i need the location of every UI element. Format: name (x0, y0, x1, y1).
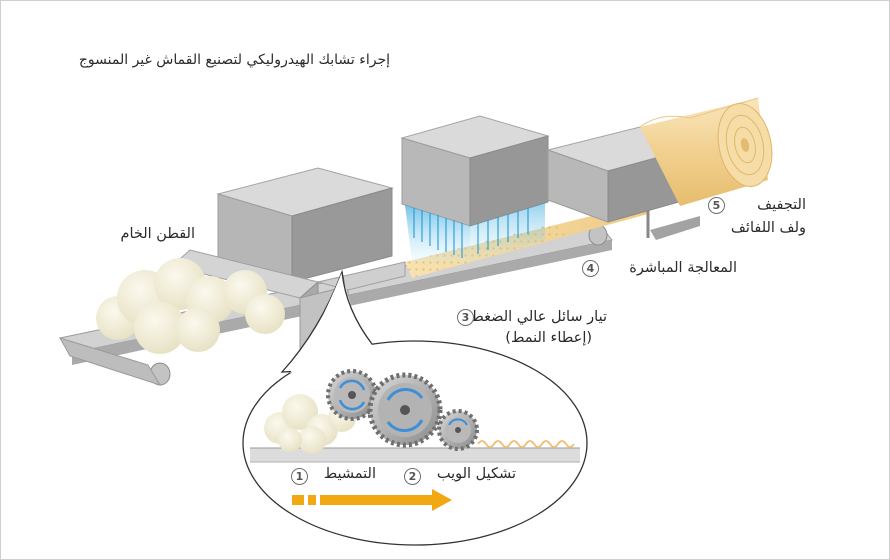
label-step5-line1: التجفيف (757, 197, 806, 213)
gear-small-right (437, 409, 479, 451)
zoom-web-fibers (477, 440, 575, 448)
direction-arrow (292, 489, 452, 511)
diagram-title: إجراء تشابك الهيدروليكي لتصنيع القماش غي… (78, 52, 390, 68)
step-5-badge: 5 (708, 197, 725, 214)
step-3-badge: 3 (457, 309, 474, 326)
label-step1: التمشيط (323, 466, 376, 482)
label-step3-line1: تيار سائل عالي الضغط (470, 309, 607, 325)
fabric-roll (639, 97, 773, 206)
label-step4: المعالجة المباشرة (629, 260, 737, 276)
step-4-badge: 4 (582, 260, 599, 277)
label-raw-cotton: القطن الخام (120, 226, 195, 242)
water-jet-streams (405, 203, 545, 262)
gear-small-left (326, 369, 378, 421)
label-step3-line2: (إعطاء النمط) (505, 330, 592, 346)
zoom-belt (250, 447, 580, 463)
gear-large-center (367, 372, 443, 448)
machine-box-1 (216, 167, 394, 283)
zoom-cotton (264, 394, 356, 454)
step-2-badge: 2 (404, 468, 421, 485)
machine-box-2-water-jet (400, 115, 550, 227)
label-step5-line2: ولف اللفائف (730, 220, 806, 236)
raw-cotton (96, 258, 285, 354)
label-step2: تشكيل الويب (436, 466, 516, 482)
step-1-badge: 1 (291, 468, 308, 485)
